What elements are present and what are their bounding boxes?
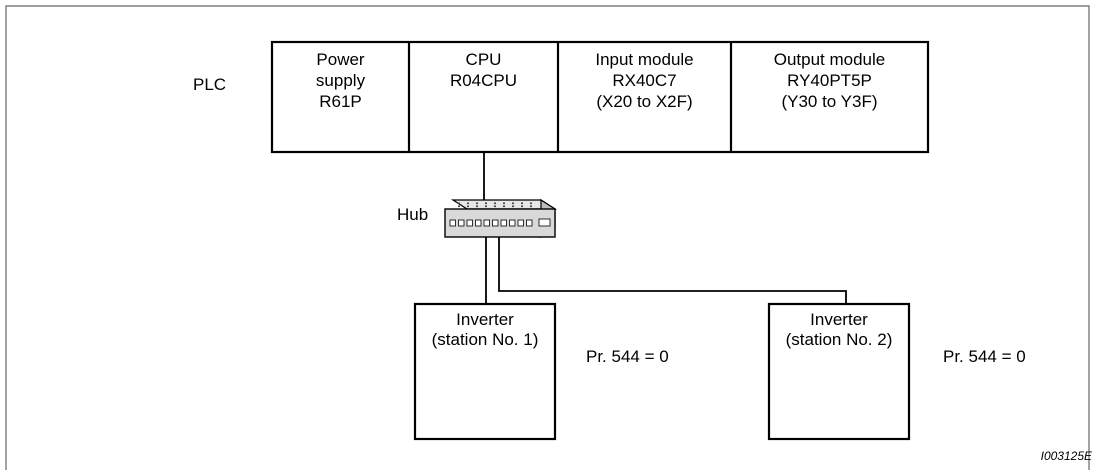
module-line: (X20 to X2F): [596, 92, 693, 111]
module-line: R04CPU: [449, 71, 518, 90]
inverter-2-label: Inverter (station No. 2): [769, 304, 909, 350]
cable-hub-inverter-2: [498, 237, 847, 304]
network-hub-icon: [444, 198, 558, 239]
inverter-1-parameter: Pr. 544 = 0: [586, 347, 669, 366]
module-power-supply: Power supply R61P: [272, 42, 409, 152]
inverter-1-box: [413, 302, 557, 441]
module-line: supply: [315, 71, 366, 90]
figure-code: I003125E: [1040, 449, 1092, 463]
module-line: Output module: [773, 50, 886, 69]
inverter-2-parameter: Pr. 544 = 0: [943, 347, 1026, 366]
inverter-line: (station No. 2): [785, 330, 893, 349]
module-line: CPU: [465, 50, 502, 69]
module-line: RX40C7: [612, 71, 677, 90]
inverter-2-box: [767, 302, 911, 441]
module-line: RY40PT5P: [787, 71, 872, 90]
plc-label: PLC: [193, 75, 227, 94]
inverter-line: (station No. 1): [431, 330, 539, 349]
inverter-line: Inverter: [810, 310, 868, 329]
module-line: Input module: [595, 50, 694, 69]
module-input: Input module RX40C7 (X20 to X2F): [558, 42, 731, 152]
module-output: Output module RY40PT5P (Y30 to Y3F): [731, 42, 928, 152]
inverter-line: Inverter: [456, 310, 514, 329]
figure-frame: [5, 5, 1090, 470]
plc-rack: [270, 40, 930, 154]
inverter-1-label: Inverter (station No. 1): [415, 304, 555, 350]
module-line: (Y30 to Y3F): [781, 92, 878, 111]
module-line: R61P: [319, 92, 362, 111]
module-cpu: CPU R04CPU: [409, 42, 558, 152]
module-line: Power: [316, 50, 365, 69]
hub-label: Hub: [397, 205, 429, 224]
